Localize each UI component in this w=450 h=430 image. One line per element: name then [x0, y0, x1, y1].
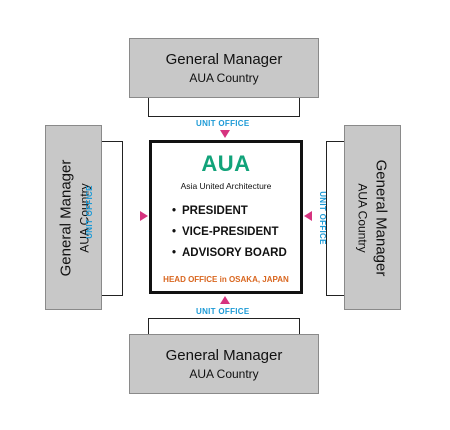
connector-bottom-right-leg [299, 318, 300, 334]
general-manager-top-box: General Manager AUA Country [129, 38, 319, 98]
unit-office-right-label: UNIT OFFICE [318, 191, 327, 245]
connector-top-bar [148, 116, 300, 117]
arrow-left-icon [304, 211, 312, 221]
general-manager-bottom-box: General Manager AUA Country [129, 334, 319, 394]
bullet-icon: • [172, 205, 177, 217]
general-manager-right-box: General Manager AUA Country [344, 125, 401, 310]
role-item: • VICE-PRESIDENT [172, 222, 287, 243]
arrow-right-icon [140, 211, 148, 221]
connector-bottom-bar [148, 318, 300, 319]
general-manager-right-text: General Manager AUA Country [344, 125, 401, 310]
general-manager-right-title: General Manager [372, 159, 390, 276]
bullet-icon: • [172, 247, 177, 259]
arrow-down-icon [220, 130, 230, 138]
connector-top-right-leg [299, 98, 300, 116]
arrow-up-icon [220, 296, 230, 304]
aua-center-box: AUA Asia United Architecture • PRESIDENT … [149, 140, 303, 294]
connector-bottom-left-leg [148, 318, 149, 334]
general-manager-bottom-subtitle: AUA Country [189, 367, 259, 381]
role-item: • ADVISORY BOARD [172, 243, 287, 264]
connector-right-top-leg [326, 141, 344, 142]
connector-right-bar [326, 141, 327, 296]
general-manager-top-title: General Manager [165, 51, 283, 68]
bullet-icon: • [172, 226, 177, 238]
roles-list: • PRESIDENT • VICE-PRESIDENT • ADVISORY BOA… [172, 201, 287, 264]
aua-title: AUA [201, 151, 251, 176]
general-manager-left-title: General Manager [56, 159, 74, 276]
general-manager-top-subtitle: AUA Country [189, 71, 259, 85]
unit-office-left-label: UNIT OFFICE [85, 185, 94, 239]
role-label: VICE-PRESIDENT [182, 226, 279, 238]
unit-office-top-label: UNIT OFFICE [196, 119, 250, 128]
unit-office-bottom-label: UNIT OFFICE [196, 307, 250, 316]
connector-left-bottom-leg [102, 295, 122, 296]
connector-left-top-leg [102, 141, 122, 142]
aua-subtitle: Asia United Architecture [180, 181, 272, 191]
general-manager-right-subtitle: AUA Country [355, 182, 370, 253]
connector-top-left-leg [148, 98, 149, 116]
general-manager-left-box: General Manager AUA Country [45, 125, 102, 310]
role-label: PRESIDENT [182, 205, 248, 217]
head-office-label: HEAD OFFICE in OSAKA, JAPAN [163, 275, 289, 284]
role-label: ADVISORY BOARD [182, 247, 287, 259]
role-item: • PRESIDENT [172, 201, 287, 222]
connector-left-bar [122, 141, 123, 296]
general-manager-bottom-title: General Manager [165, 347, 283, 364]
connector-right-bottom-leg [326, 295, 344, 296]
